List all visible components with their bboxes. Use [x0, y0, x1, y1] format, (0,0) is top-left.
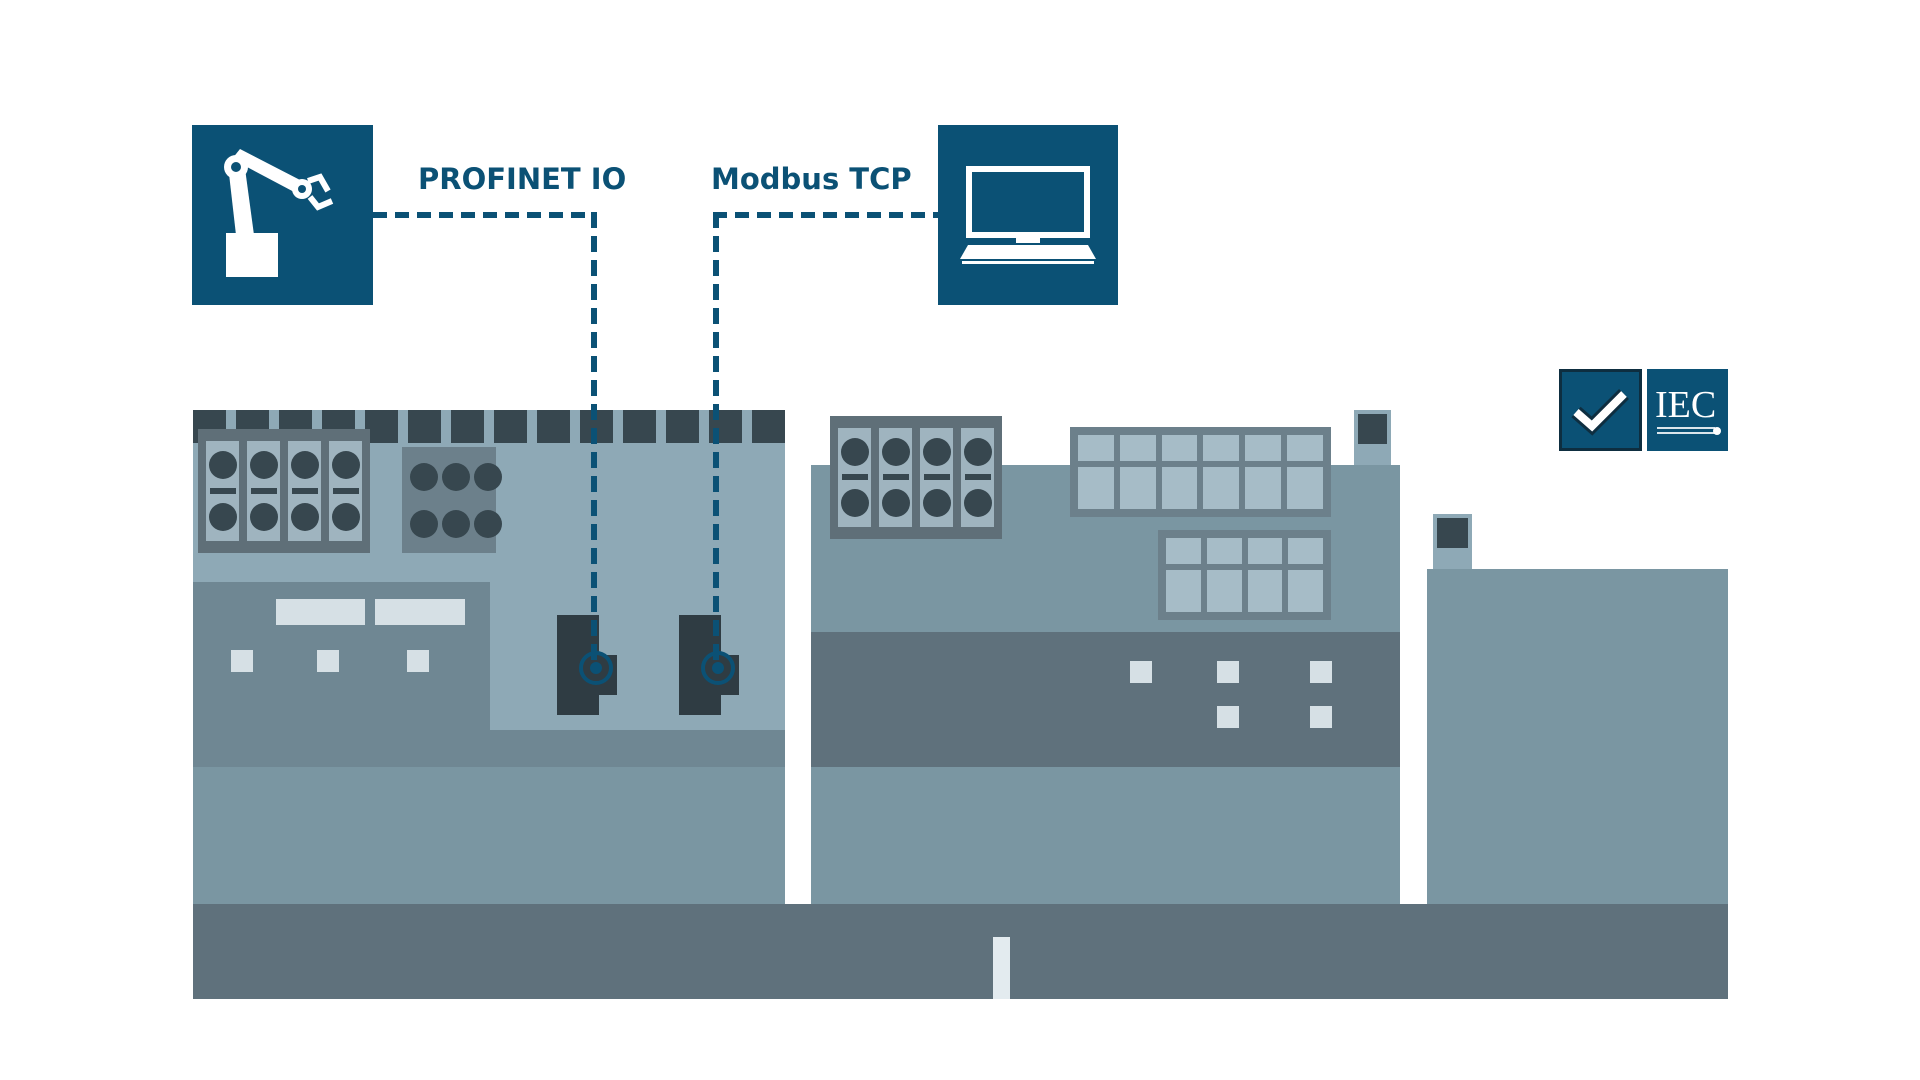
- modbus-connection-h: [713, 212, 938, 218]
- led: [231, 650, 253, 672]
- modbus-label: Modbus TCP: [711, 162, 912, 196]
- base-rail: [193, 904, 1728, 999]
- checkmark-icon: [1571, 389, 1629, 436]
- module-3: [1427, 569, 1728, 904]
- terminal-block: [830, 416, 1002, 539]
- robot-arm-icon: [224, 149, 334, 277]
- terminal-block: [198, 429, 370, 553]
- led: [1217, 661, 1239, 683]
- led: [1130, 661, 1152, 683]
- led: [407, 650, 429, 672]
- profinet-connection-h: [373, 212, 597, 218]
- laptop-device-box: [938, 125, 1118, 305]
- io-grid: [1070, 427, 1331, 517]
- module-1: [193, 410, 785, 904]
- profinet-connection-v: [591, 212, 597, 662]
- connector-block: [402, 447, 502, 553]
- profinet-label: PROFINET IO: [418, 162, 627, 196]
- laptop-icon: [960, 166, 1096, 264]
- status-bar: [276, 599, 365, 625]
- ethernet-port-1[interactable]: [539, 599, 633, 730]
- led: [1217, 706, 1239, 728]
- status-bar: [375, 599, 465, 625]
- led: [1310, 706, 1332, 728]
- robot-device-box: [192, 125, 373, 305]
- ethernet-port-2[interactable]: [661, 599, 755, 730]
- certified-check-badge: [1559, 369, 1642, 451]
- io-grid: [1158, 530, 1331, 620]
- iec-logo: IEC: [1647, 369, 1728, 451]
- led: [317, 650, 339, 672]
- led: [1310, 661, 1332, 683]
- rail-slot: [993, 937, 1010, 999]
- iec-text: IEC: [1655, 384, 1717, 426]
- modbus-connection-v: [713, 212, 719, 662]
